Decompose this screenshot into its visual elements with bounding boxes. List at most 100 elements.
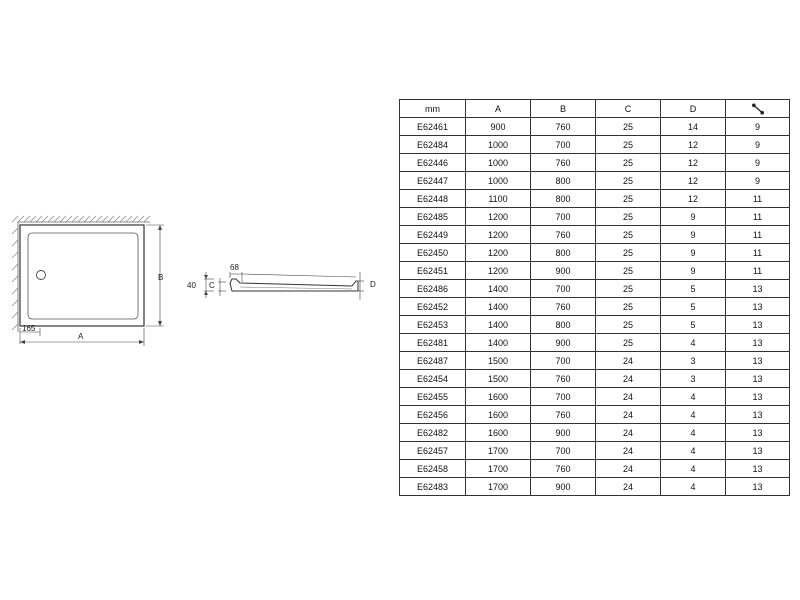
cell-b: 800 xyxy=(530,243,596,262)
cell-d: 4 xyxy=(660,333,726,352)
cell-d: 4 xyxy=(660,405,726,424)
cell-b: 700 xyxy=(530,441,596,460)
dimension-c xyxy=(218,278,226,296)
cell-screws: 9 xyxy=(725,171,790,190)
cell-a: 1500 xyxy=(465,369,531,388)
cell-model: E62447 xyxy=(399,171,466,190)
cell-a: 1700 xyxy=(465,441,531,460)
cell-screws: 13 xyxy=(725,477,790,496)
col-header-screw xyxy=(725,99,790,118)
cell-model: E62456 xyxy=(399,405,466,424)
cell-d: 5 xyxy=(660,315,726,334)
col-header-c: C xyxy=(595,99,661,118)
col-header-d: D xyxy=(660,99,726,118)
cell-screws: 13 xyxy=(725,369,790,388)
cell-d: 4 xyxy=(660,387,726,406)
cell-d: 14 xyxy=(660,117,726,136)
col-header-mm: mm xyxy=(399,99,466,118)
cell-a: 1000 xyxy=(465,171,531,190)
cell-model: E62457 xyxy=(399,441,466,460)
cell-b: 800 xyxy=(530,315,596,334)
cell-model: E62484 xyxy=(399,135,466,154)
cell-c: 25 xyxy=(595,315,661,334)
cell-d: 9 xyxy=(660,261,726,280)
cell-a: 1600 xyxy=(465,405,531,424)
cell-c: 25 xyxy=(595,279,661,298)
cell-model: E62454 xyxy=(399,369,466,388)
cell-a: 900 xyxy=(465,117,531,136)
cell-screws: 13 xyxy=(725,315,790,334)
cell-c: 24 xyxy=(595,405,661,424)
cell-d: 3 xyxy=(660,369,726,388)
cell-a: 1400 xyxy=(465,297,531,316)
cell-c: 25 xyxy=(595,297,661,316)
cell-c: 25 xyxy=(595,135,661,154)
cell-screws: 11 xyxy=(725,261,790,280)
cell-screws: 13 xyxy=(725,387,790,406)
cell-model: E62449 xyxy=(399,225,466,244)
col-header-b: B xyxy=(530,99,596,118)
cell-c: 25 xyxy=(595,171,661,190)
wall-hatching xyxy=(11,215,151,331)
cell-c: 25 xyxy=(595,189,661,208)
cell-c: 24 xyxy=(595,351,661,370)
cell-b: 700 xyxy=(530,387,596,406)
cell-a: 1200 xyxy=(465,243,531,262)
cell-screws: 11 xyxy=(725,189,790,208)
cell-b: 760 xyxy=(530,459,596,478)
cell-b: 700 xyxy=(530,351,596,370)
cell-c: 24 xyxy=(595,423,661,442)
cell-b: 700 xyxy=(530,207,596,226)
dimension-a-label: A xyxy=(78,332,84,341)
technical-drawing: B 165 A 68 xyxy=(11,215,376,346)
cell-a: 1100 xyxy=(465,189,531,208)
cell-a: 1500 xyxy=(465,351,531,370)
cell-d: 9 xyxy=(660,207,726,226)
cell-a: 1400 xyxy=(465,279,531,298)
cell-screws: 11 xyxy=(725,225,790,244)
drain-icon xyxy=(36,270,46,280)
cell-model: E62483 xyxy=(399,477,466,496)
cell-a: 1200 xyxy=(465,225,531,244)
dimension-offset-label: 165 xyxy=(22,324,36,333)
cell-model: E62482 xyxy=(399,423,466,442)
cell-d: 12 xyxy=(660,153,726,172)
cell-d: 12 xyxy=(660,189,726,208)
cell-b: 760 xyxy=(530,369,596,388)
cell-b: 700 xyxy=(530,279,596,298)
cell-screws: 13 xyxy=(725,333,790,352)
cell-d: 5 xyxy=(660,279,726,298)
cell-model: E62452 xyxy=(399,297,466,316)
dimension-height-label: 40 xyxy=(187,281,196,290)
cell-screws: 13 xyxy=(725,441,790,460)
cell-b: 900 xyxy=(530,477,596,496)
cell-c: 25 xyxy=(595,207,661,226)
cell-c: 25 xyxy=(595,261,661,280)
cell-screws: 13 xyxy=(725,459,790,478)
cell-model: E62486 xyxy=(399,279,466,298)
cell-b: 760 xyxy=(530,117,596,136)
cell-model: E62487 xyxy=(399,351,466,370)
cell-screws: 9 xyxy=(725,135,790,154)
cell-a: 1200 xyxy=(465,261,531,280)
screw-icon xyxy=(751,103,764,114)
cell-b: 900 xyxy=(530,333,596,352)
cell-a: 1200 xyxy=(465,207,531,226)
table-header-row: mm A B C D xyxy=(399,99,790,118)
cell-screws: 9 xyxy=(725,153,790,172)
cell-screws: 11 xyxy=(725,207,790,226)
